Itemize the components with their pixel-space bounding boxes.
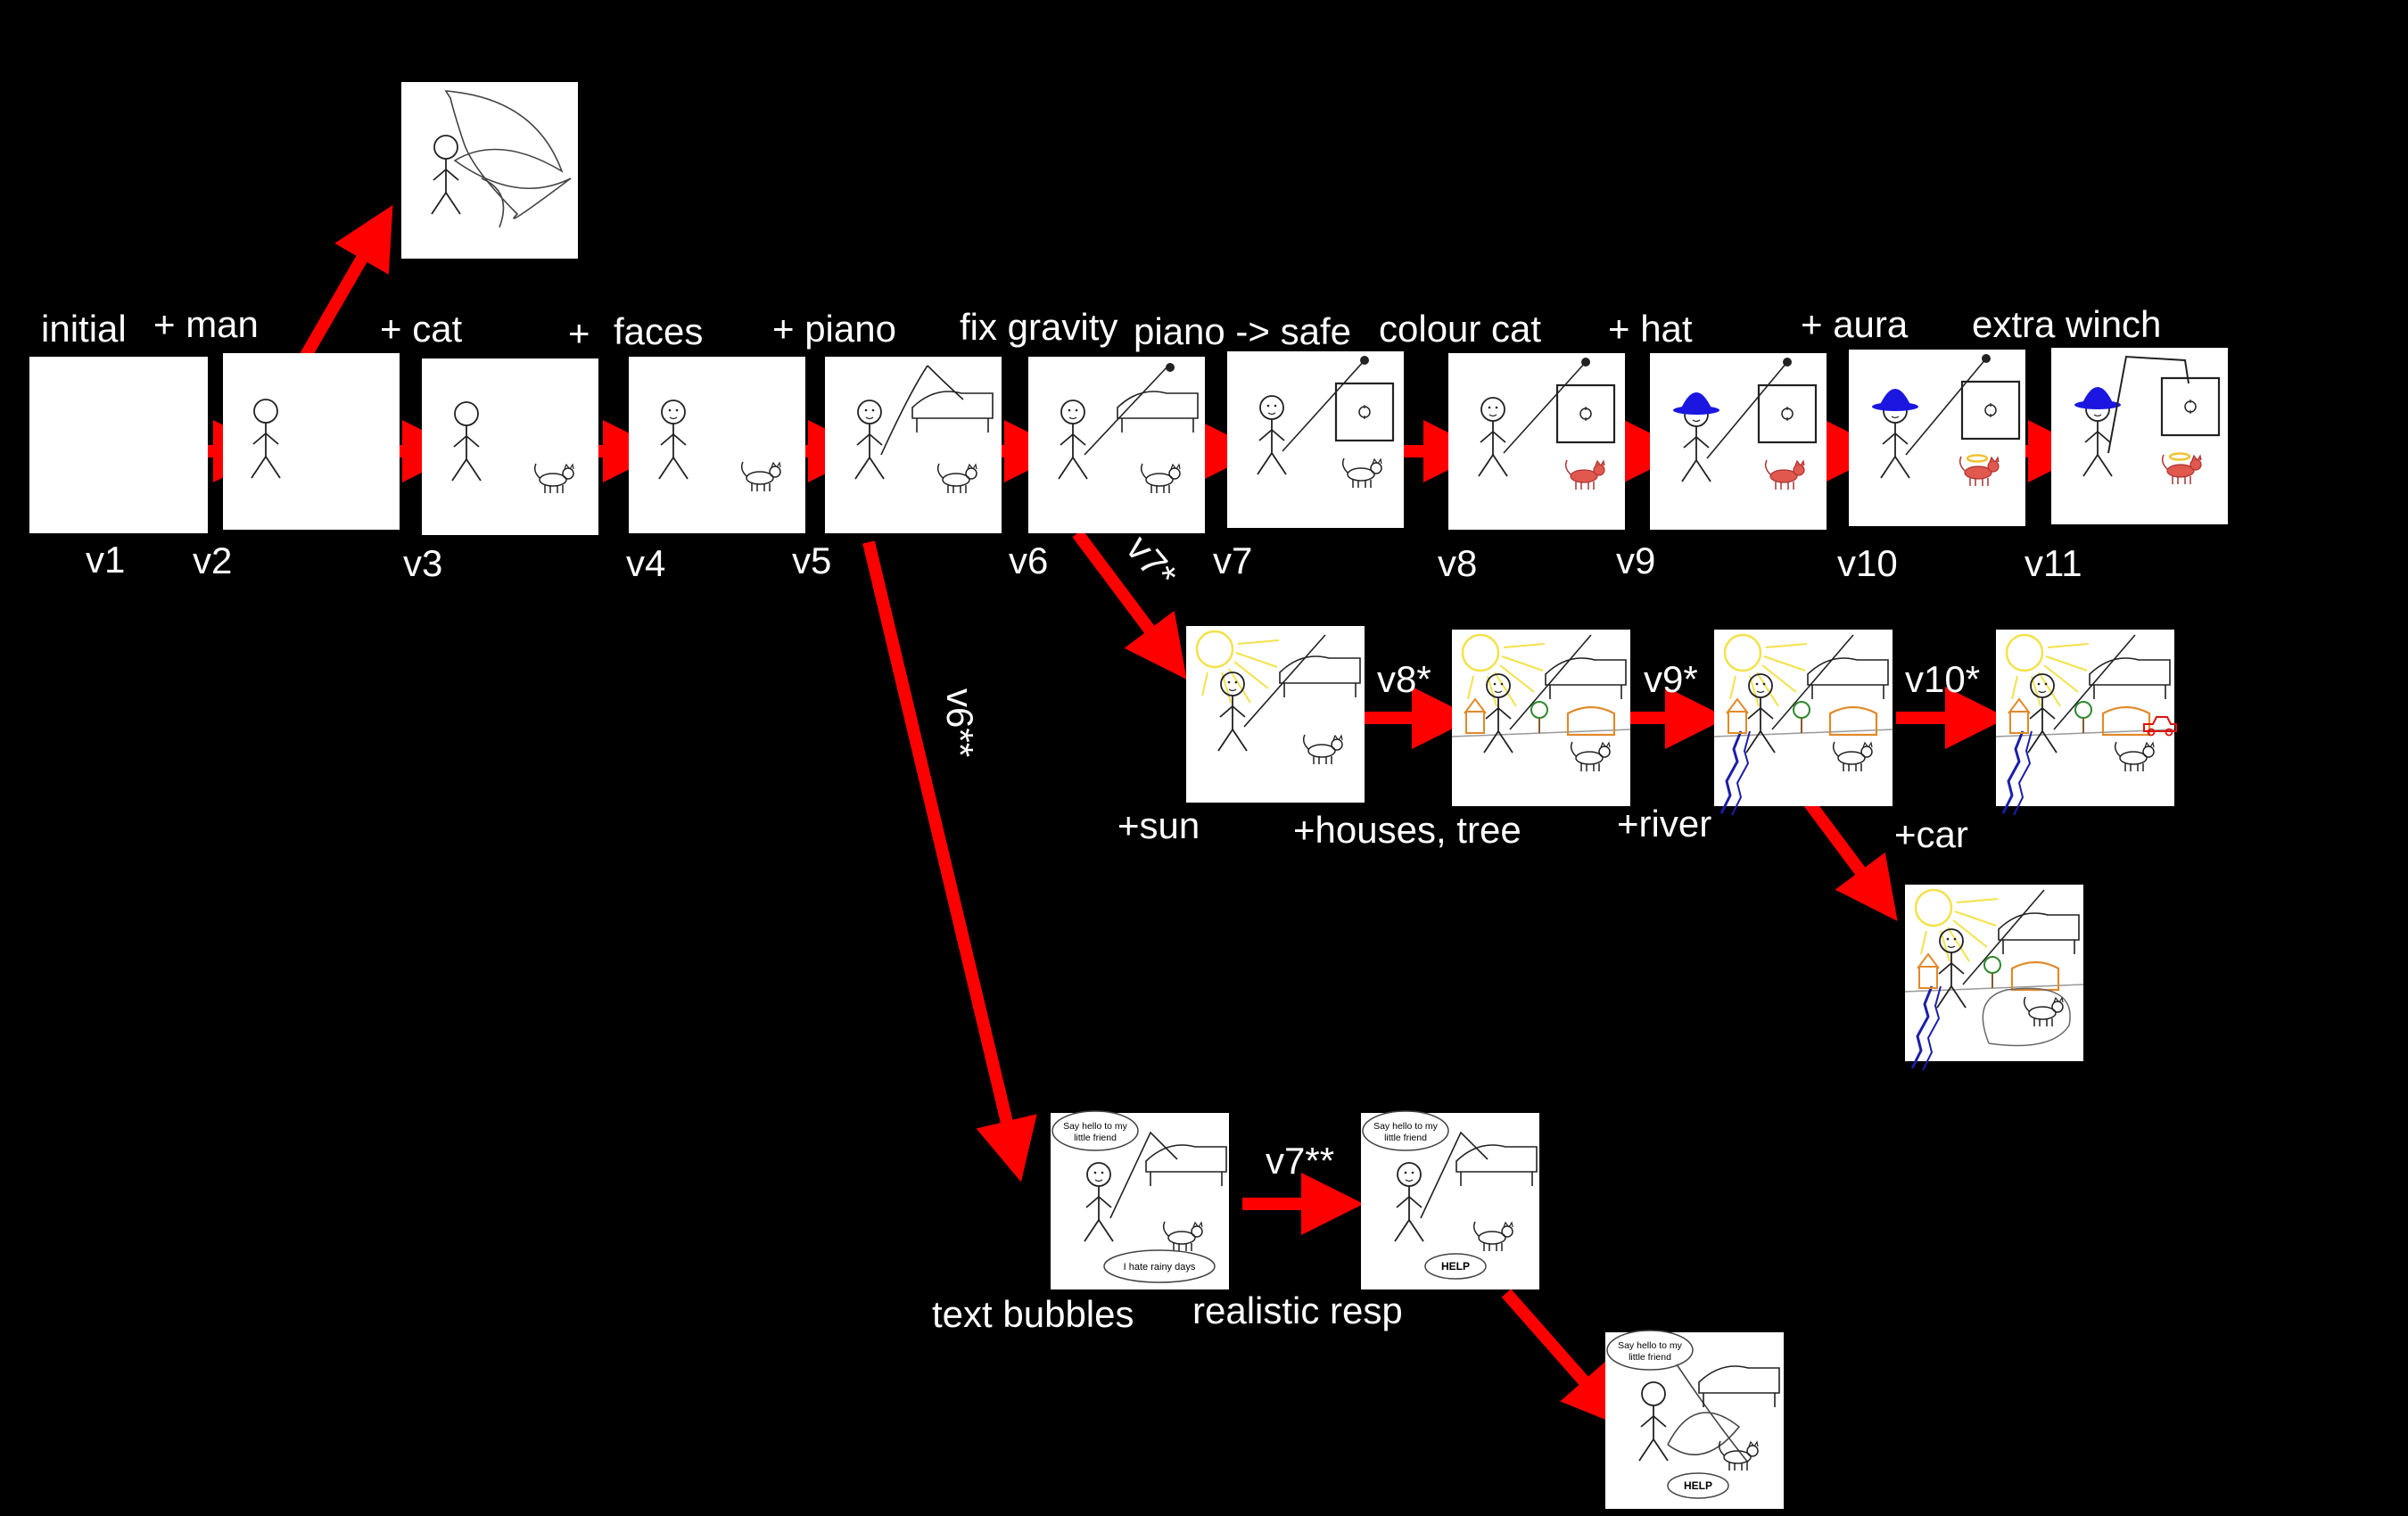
- bubble-say-hello-line2: little friend: [1384, 1133, 1427, 1143]
- version-label-v8-star: v8*: [1377, 658, 1431, 700]
- panel-v7-star: [1186, 626, 1365, 803]
- stage-label-faces: faces: [614, 310, 703, 352]
- panel-final-crash: Say hello to my little friend HELP: [1605, 1330, 1784, 1509]
- panel-v9-star: [1713, 630, 1893, 817]
- panel-scribble: [401, 82, 578, 259]
- panel-car-crash: [1904, 885, 2084, 1072]
- panel-v1: [29, 357, 208, 533]
- panel-v8: [1448, 353, 1625, 530]
- arrow-v7ss-final: [1501, 1289, 1625, 1428]
- bubble-help: HELP: [1684, 1479, 1712, 1492]
- bubble-say-hello-line2: little friend: [1074, 1133, 1117, 1143]
- stage-label-extra-winch: extra winch: [1972, 303, 2161, 345]
- version-label-v9-star: v9*: [1644, 658, 1698, 700]
- panel-v2: [223, 353, 400, 530]
- bubble-say-hello-line1: Say hello to my: [1618, 1340, 1683, 1351]
- bubble-say-hello-line1: Say hello to my: [1063, 1121, 1128, 1132]
- branch-label-car: +car: [1894, 813, 1968, 855]
- version-label-v7-star: v7*: [1118, 527, 1185, 596]
- panel-v10-star: [1995, 630, 2177, 817]
- panel-v5: [825, 357, 1002, 533]
- branch-label-houses-tree: +houses, tree: [1293, 809, 1521, 851]
- version-label-v8: v8: [1438, 542, 1477, 584]
- version-label-v5: v5: [792, 540, 831, 581]
- panel-v8-star: [1451, 630, 1631, 806]
- panel-text-bubbles: Say hello to my little friend I hate rai…: [1051, 1110, 1229, 1289]
- branch-label-sun: +sun: [1117, 804, 1200, 846]
- version-label-v3: v3: [403, 542, 442, 584]
- bubble-hate-rain: I hate rainy days: [1124, 1262, 1196, 1273]
- stage-label-initial: initial: [41, 308, 127, 350]
- panel-v3: [422, 358, 598, 535]
- arrow-v6-v7s: [1072, 529, 1187, 680]
- version-label-v4: v4: [626, 542, 665, 584]
- version-label-v10-star: v10*: [1905, 658, 1980, 700]
- branch-label-text-bubbles: text bubbles: [932, 1293, 1134, 1335]
- bubble-say-hello-line1: Say hello to my: [1373, 1121, 1439, 1132]
- panel-v10: [1849, 350, 2025, 526]
- branch-label-realistic-resp: realistic resp: [1192, 1289, 1403, 1331]
- stage-label-colour-cat: colour cat: [1379, 308, 1541, 350]
- version-label-v11: v11: [2025, 542, 2082, 584]
- panel-v9: [1650, 353, 1827, 530]
- version-label-v6-dstar: v6**: [939, 688, 981, 757]
- version-label-v7-dstar: v7**: [1266, 1140, 1334, 1182]
- panel-v4: [629, 357, 805, 533]
- panel-v7: [1227, 351, 1404, 528]
- branch-label-river: +river: [1617, 803, 1711, 845]
- panel-v6: [1028, 357, 1205, 533]
- stage-label-hat: + hat: [1608, 308, 1693, 350]
- panel-v11: [2051, 348, 2228, 524]
- stage-label-man: + man: [153, 303, 259, 345]
- stage-label-cat: + cat: [380, 308, 463, 350]
- version-label-v9: v9: [1616, 540, 1655, 581]
- version-label-v10: v10: [1837, 542, 1898, 584]
- stage-label-faces-plus: +: [568, 312, 590, 354]
- stage-label-aura: + aura: [1801, 303, 1909, 345]
- stage-label-piano-safe: piano -> safe: [1134, 310, 1351, 352]
- arrow-v5-v6ss: [862, 540, 1037, 1182]
- bubble-help: HELP: [1441, 1260, 1470, 1273]
- version-label-v7: v7: [1213, 540, 1252, 581]
- stage-label-piano: + piano: [772, 308, 896, 350]
- panel-realistic-resp: Say hello to my little friend HELP: [1361, 1110, 1539, 1289]
- bubble-say-hello-line2: little friend: [1629, 1352, 1671, 1363]
- version-label-v2: v2: [193, 540, 232, 581]
- stage-label-fix-gravity: fix gravity: [960, 306, 1117, 348]
- version-label-v1: v1: [86, 539, 125, 581]
- version-label-v6: v6: [1009, 540, 1048, 581]
- arrow-v2-scribble: [292, 204, 393, 373]
